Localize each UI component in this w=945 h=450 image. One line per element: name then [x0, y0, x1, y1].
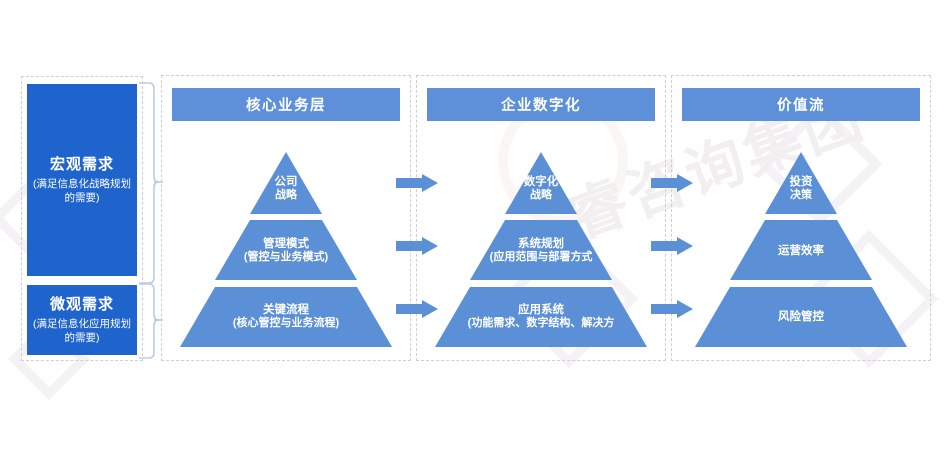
tier-value-stream-1: [765, 152, 837, 214]
column-frame-core-business: [161, 75, 411, 361]
tier-core-business-2: [215, 220, 357, 280]
flow-arrow-1-1: [396, 174, 438, 192]
tier-value-stream-3: [695, 287, 907, 347]
column-header-value-stream: 价值流: [682, 88, 920, 121]
micro-requirement-subtitle: (满足信息化应用规划的需要): [33, 318, 131, 345]
column-header-core-business: 核心业务层: [172, 88, 400, 121]
tier-enterprise-digitalization-1: [505, 152, 577, 214]
flow-arrow-2-1: [651, 174, 693, 192]
flow-arrow-1-2: [396, 237, 438, 255]
flow-arrow-2-2: [651, 237, 693, 255]
micro-bracket: [137, 283, 163, 359]
macro-bracket: [137, 82, 163, 284]
micro-requirement-title: 微观需求: [49, 295, 114, 313]
macro-requirement-box: 宏观需求 (满足信息化战略规划的需要): [27, 84, 137, 276]
micro-requirement-box: 微观需求 (满足信息化应用规划的需要): [27, 285, 137, 355]
column-header-enterprise-digitalization: 企业数字化: [427, 88, 655, 121]
flow-arrow-1-3: [396, 300, 438, 318]
tier-enterprise-digitalization-3: [435, 287, 647, 347]
macro-requirement-subtitle: (满足信息化战略规划的需要): [33, 178, 131, 205]
tier-value-stream-2: [730, 220, 872, 280]
tier-enterprise-digitalization-2: [470, 220, 612, 280]
tier-core-business-3: [180, 287, 392, 347]
tier-core-business-1: [250, 152, 322, 214]
column-frame-value-stream: [671, 75, 931, 361]
flow-arrow-2-3: [651, 300, 693, 318]
macro-requirement-title: 宏观需求: [49, 155, 114, 173]
left-panel-frame: [21, 76, 143, 361]
column-frame-enterprise-digitalization: [416, 75, 666, 361]
